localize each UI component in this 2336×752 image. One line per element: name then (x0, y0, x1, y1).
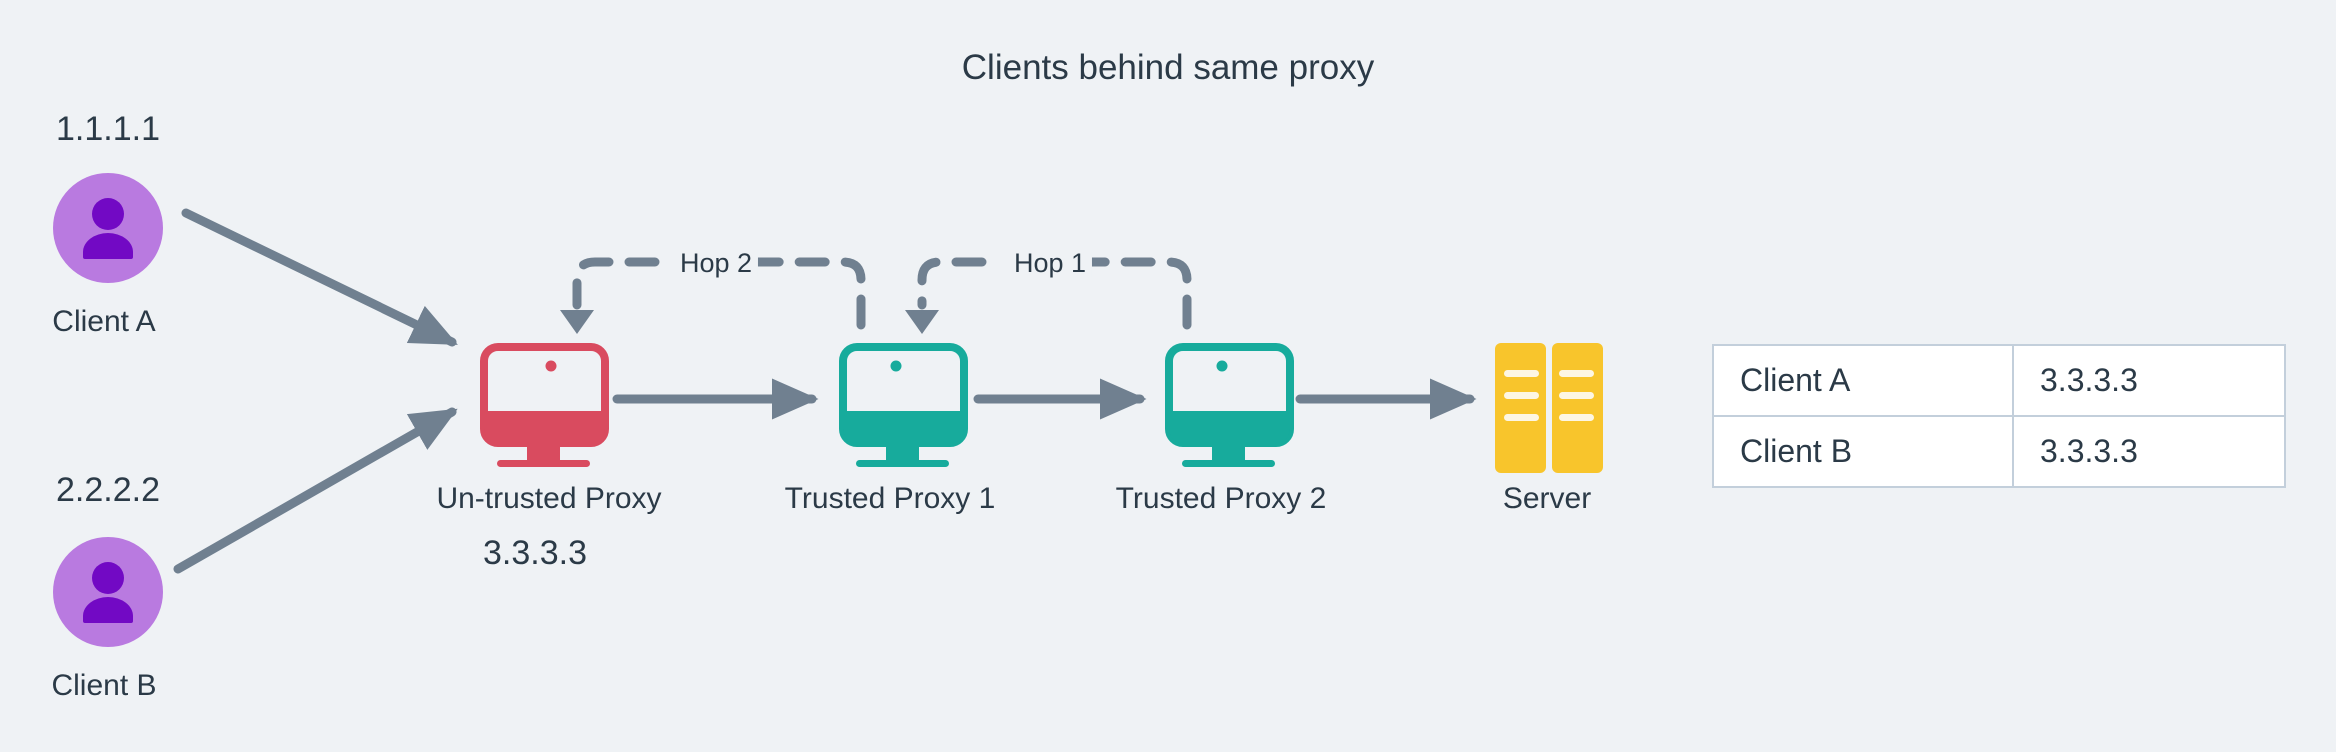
client-a-label: Client A (52, 305, 156, 338)
node-icon-server (1495, 343, 1603, 473)
arrow-client-b-to-untrusted-proxy (173, 407, 458, 574)
hop-1-label: Hop 1 (1007, 250, 1093, 277)
node-label-server: Server (1502, 482, 1592, 515)
client-a-avatar (53, 173, 163, 283)
hop-1-connector (905, 257, 1192, 334)
client-b-avatar (53, 537, 163, 647)
client-b-label: Client B (51, 669, 157, 702)
node-label-trusted-proxy-2: Trusted Proxy 2 (1115, 482, 1327, 515)
hop-2-connector (560, 257, 866, 334)
node-label-untrusted-proxy: Un-trusted Proxy (436, 482, 662, 515)
client-b-ip: 2.2.2.2 (56, 471, 160, 509)
node-ip-untrusted-proxy: 3.3.3.3 (483, 534, 587, 572)
client-a-ip: 1.1.1.1 (56, 110, 160, 148)
table-cell-client-ip: 3.3.3.3 (2012, 415, 2286, 488)
table-cell-client-ip: 3.3.3.3 (2012, 344, 2286, 417)
node-icon-trusted-proxy-2 (1165, 343, 1294, 467)
node-icon-untrusted-proxy (480, 343, 609, 467)
arrow-client-a-to-untrusted-proxy (181, 208, 458, 347)
table-row: Client A 3.3.3.3 (1712, 344, 2286, 417)
table-row: Client B 3.3.3.3 (1712, 415, 2286, 488)
hop-2-label: Hop 2 (673, 250, 759, 277)
node-icon-trusted-proxy-1 (839, 343, 968, 467)
table-cell-client-name: Client B (1712, 415, 2014, 488)
client-ip-table: Client A 3.3.3.3 Client B 3.3.3.3 (1712, 344, 2286, 488)
table-cell-client-name: Client A (1712, 344, 2014, 417)
node-label-trusted-proxy-1: Trusted Proxy 1 (784, 482, 996, 515)
page-title: Clients behind same proxy (961, 48, 1375, 87)
